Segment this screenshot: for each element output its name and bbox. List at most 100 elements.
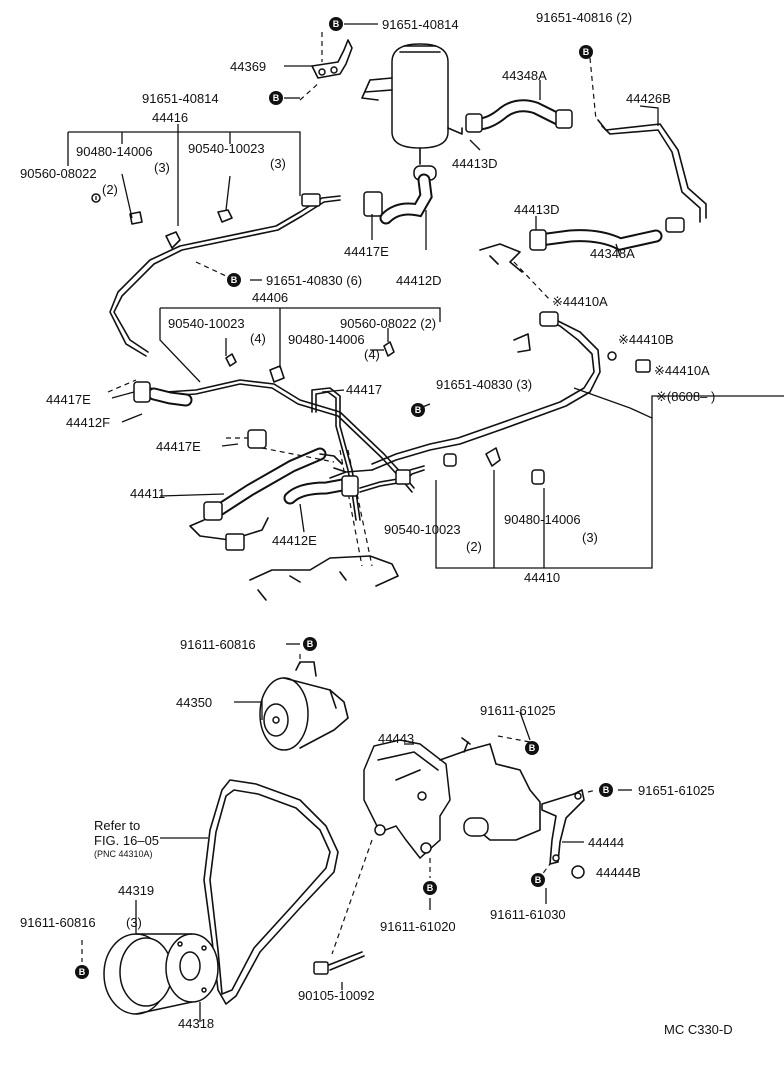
label-90105-10092: 90105-10092: [298, 988, 375, 1003]
label-90560-08022-a: 90560-08022: [20, 166, 97, 181]
bolt-badge: B: [531, 873, 545, 887]
label-44348A-mid: 44348A: [590, 246, 635, 261]
label-44412D: 44412D: [396, 273, 442, 288]
label-90540-10023-c: 90540-10023: [384, 522, 461, 537]
label-91611-61020: 91611-61020: [380, 919, 456, 934]
badge-letter: B: [529, 743, 536, 753]
pipe-44416: [109, 193, 341, 357]
bolt-badge: B: [525, 741, 539, 755]
label-44410A-right: ※44410A: [654, 363, 710, 378]
label-90560-08022-a-qty: (2): [102, 182, 118, 197]
label-44410B: ※44410B: [618, 332, 674, 347]
label-44417E-top: 44417E: [344, 244, 389, 259]
label-44444: 44444: [588, 835, 624, 850]
label-90480-14006-c: 90480-14006: [504, 512, 581, 527]
bolt-90105-10092: [313, 951, 365, 975]
label-90540-10023-c-qty: (2): [466, 539, 482, 554]
label-91611-60816-left-qty: (3): [126, 915, 142, 930]
label-91611-61025-top: 91611-61025: [480, 703, 556, 718]
label-90540-10023-b-qty: (4): [250, 331, 266, 346]
label-44411: 44411: [130, 486, 165, 501]
label-44412E: 44412E: [272, 533, 317, 548]
label-90480-14006-b: 90480-14006: [288, 332, 365, 347]
label-44410A-top: ※44410A: [552, 294, 608, 309]
label-44406: 44406: [252, 290, 288, 305]
label-90540-10023-a: 90540-10023: [188, 141, 265, 156]
label-44410: 44410: [524, 570, 560, 585]
badge-letter: B: [231, 275, 238, 285]
bolt-badge: B: [227, 273, 241, 287]
hose-44348A-mid: [529, 229, 663, 251]
strap-44444: [541, 789, 585, 865]
pulley-44318: [103, 933, 219, 1015]
bolt-badge: B: [75, 965, 89, 979]
hose-44410: [329, 311, 601, 479]
belt-44319: [203, 779, 339, 1005]
bolt-badge: B: [579, 45, 593, 59]
label-refer-to: Refer to: [94, 818, 140, 833]
label-91651-40814-top: 91651-40814: [382, 17, 459, 32]
label-44318: 44318: [178, 1016, 214, 1031]
badge-letter: B: [535, 875, 542, 885]
label-44413D-top: 44413D: [452, 156, 498, 171]
bolt-badge: B: [599, 783, 613, 797]
pump-44350: [259, 661, 349, 751]
label-44348A-top: 44348A: [502, 68, 547, 83]
label-91611-60816-top: 91611-60816: [180, 637, 256, 652]
label-90480-14006-b-qty: (4): [364, 347, 380, 362]
hose-44412F: [133, 381, 193, 407]
label-90480-14006-a-qty: (3): [154, 160, 170, 175]
label-91651-40830-6: 91651-40830 (6): [266, 273, 362, 288]
badge-letter: B: [427, 883, 434, 893]
label-91651-40830-3: 91651-40830 (3): [436, 377, 532, 392]
bolt-badge: B: [329, 17, 343, 31]
label-91611-60816-left: 91611-60816: [20, 915, 96, 930]
label-diagram-code: MC C330-D: [664, 1022, 733, 1037]
label-fig-ref: FIG. 16–05: [94, 833, 159, 848]
badge-letter: B: [333, 19, 340, 29]
bracket-44443: [363, 737, 541, 860]
label-90480-14006-c-qty: (3): [582, 530, 598, 545]
badge-letter: B: [79, 967, 86, 977]
label-91651-40814-left: 91651-40814: [142, 91, 219, 106]
label-44319: 44319: [118, 883, 154, 898]
label-90540-10023-b: 90540-10023: [168, 316, 245, 331]
bolt-badge: B: [423, 881, 437, 895]
label-44417E-left: 44417E: [46, 392, 91, 407]
label-91651-40816: 91651-40816 (2): [536, 10, 632, 25]
badge-letter: B: [583, 47, 590, 57]
label-44417: 44417: [346, 382, 382, 397]
badge-letter: B: [307, 639, 314, 649]
label-44417E-mid: 44417E: [156, 439, 201, 454]
bolt-badge: B: [269, 91, 283, 105]
label-44350: 44350: [176, 695, 212, 710]
pipe-44426B: [597, 119, 707, 233]
badge-letter: B: [603, 785, 610, 795]
bolt-badge: B: [303, 637, 317, 651]
label-8608: ※(8608– ): [656, 389, 715, 404]
reservoir-tank: [361, 43, 463, 165]
label-44413D-mid: 44413D: [514, 202, 560, 217]
label-90540-10023-a-qty: (3): [270, 156, 286, 171]
label-44443: 44443: [378, 731, 414, 746]
label-44369: 44369: [230, 59, 266, 74]
bolt-badge: B: [411, 403, 425, 417]
hose-44412D: [363, 173, 433, 225]
clamp-44417E-mid: [247, 429, 267, 449]
label-90480-14006-a: 90480-14006: [76, 144, 153, 159]
badge-letter: B: [273, 93, 280, 103]
label-91651-61025: 91651-61025: [638, 783, 715, 798]
hose-44348A-top: [465, 99, 573, 133]
label-44426B: 44426B: [626, 91, 671, 106]
label-44444B: 44444B: [596, 865, 641, 880]
label-91611-61030: 91611-61030: [490, 907, 566, 922]
label-90560-08022-b: 90560-08022 (2): [340, 316, 436, 331]
label-44412F: 44412F: [66, 415, 110, 430]
badge-letter: B: [415, 405, 422, 415]
hose-44412E: [283, 475, 359, 505]
label-44416: 44416: [152, 110, 188, 125]
bracket-44369: [311, 39, 353, 79]
hose-44411: [189, 447, 343, 541]
label-pnc-ref: (PNC 44310A): [94, 849, 153, 859]
